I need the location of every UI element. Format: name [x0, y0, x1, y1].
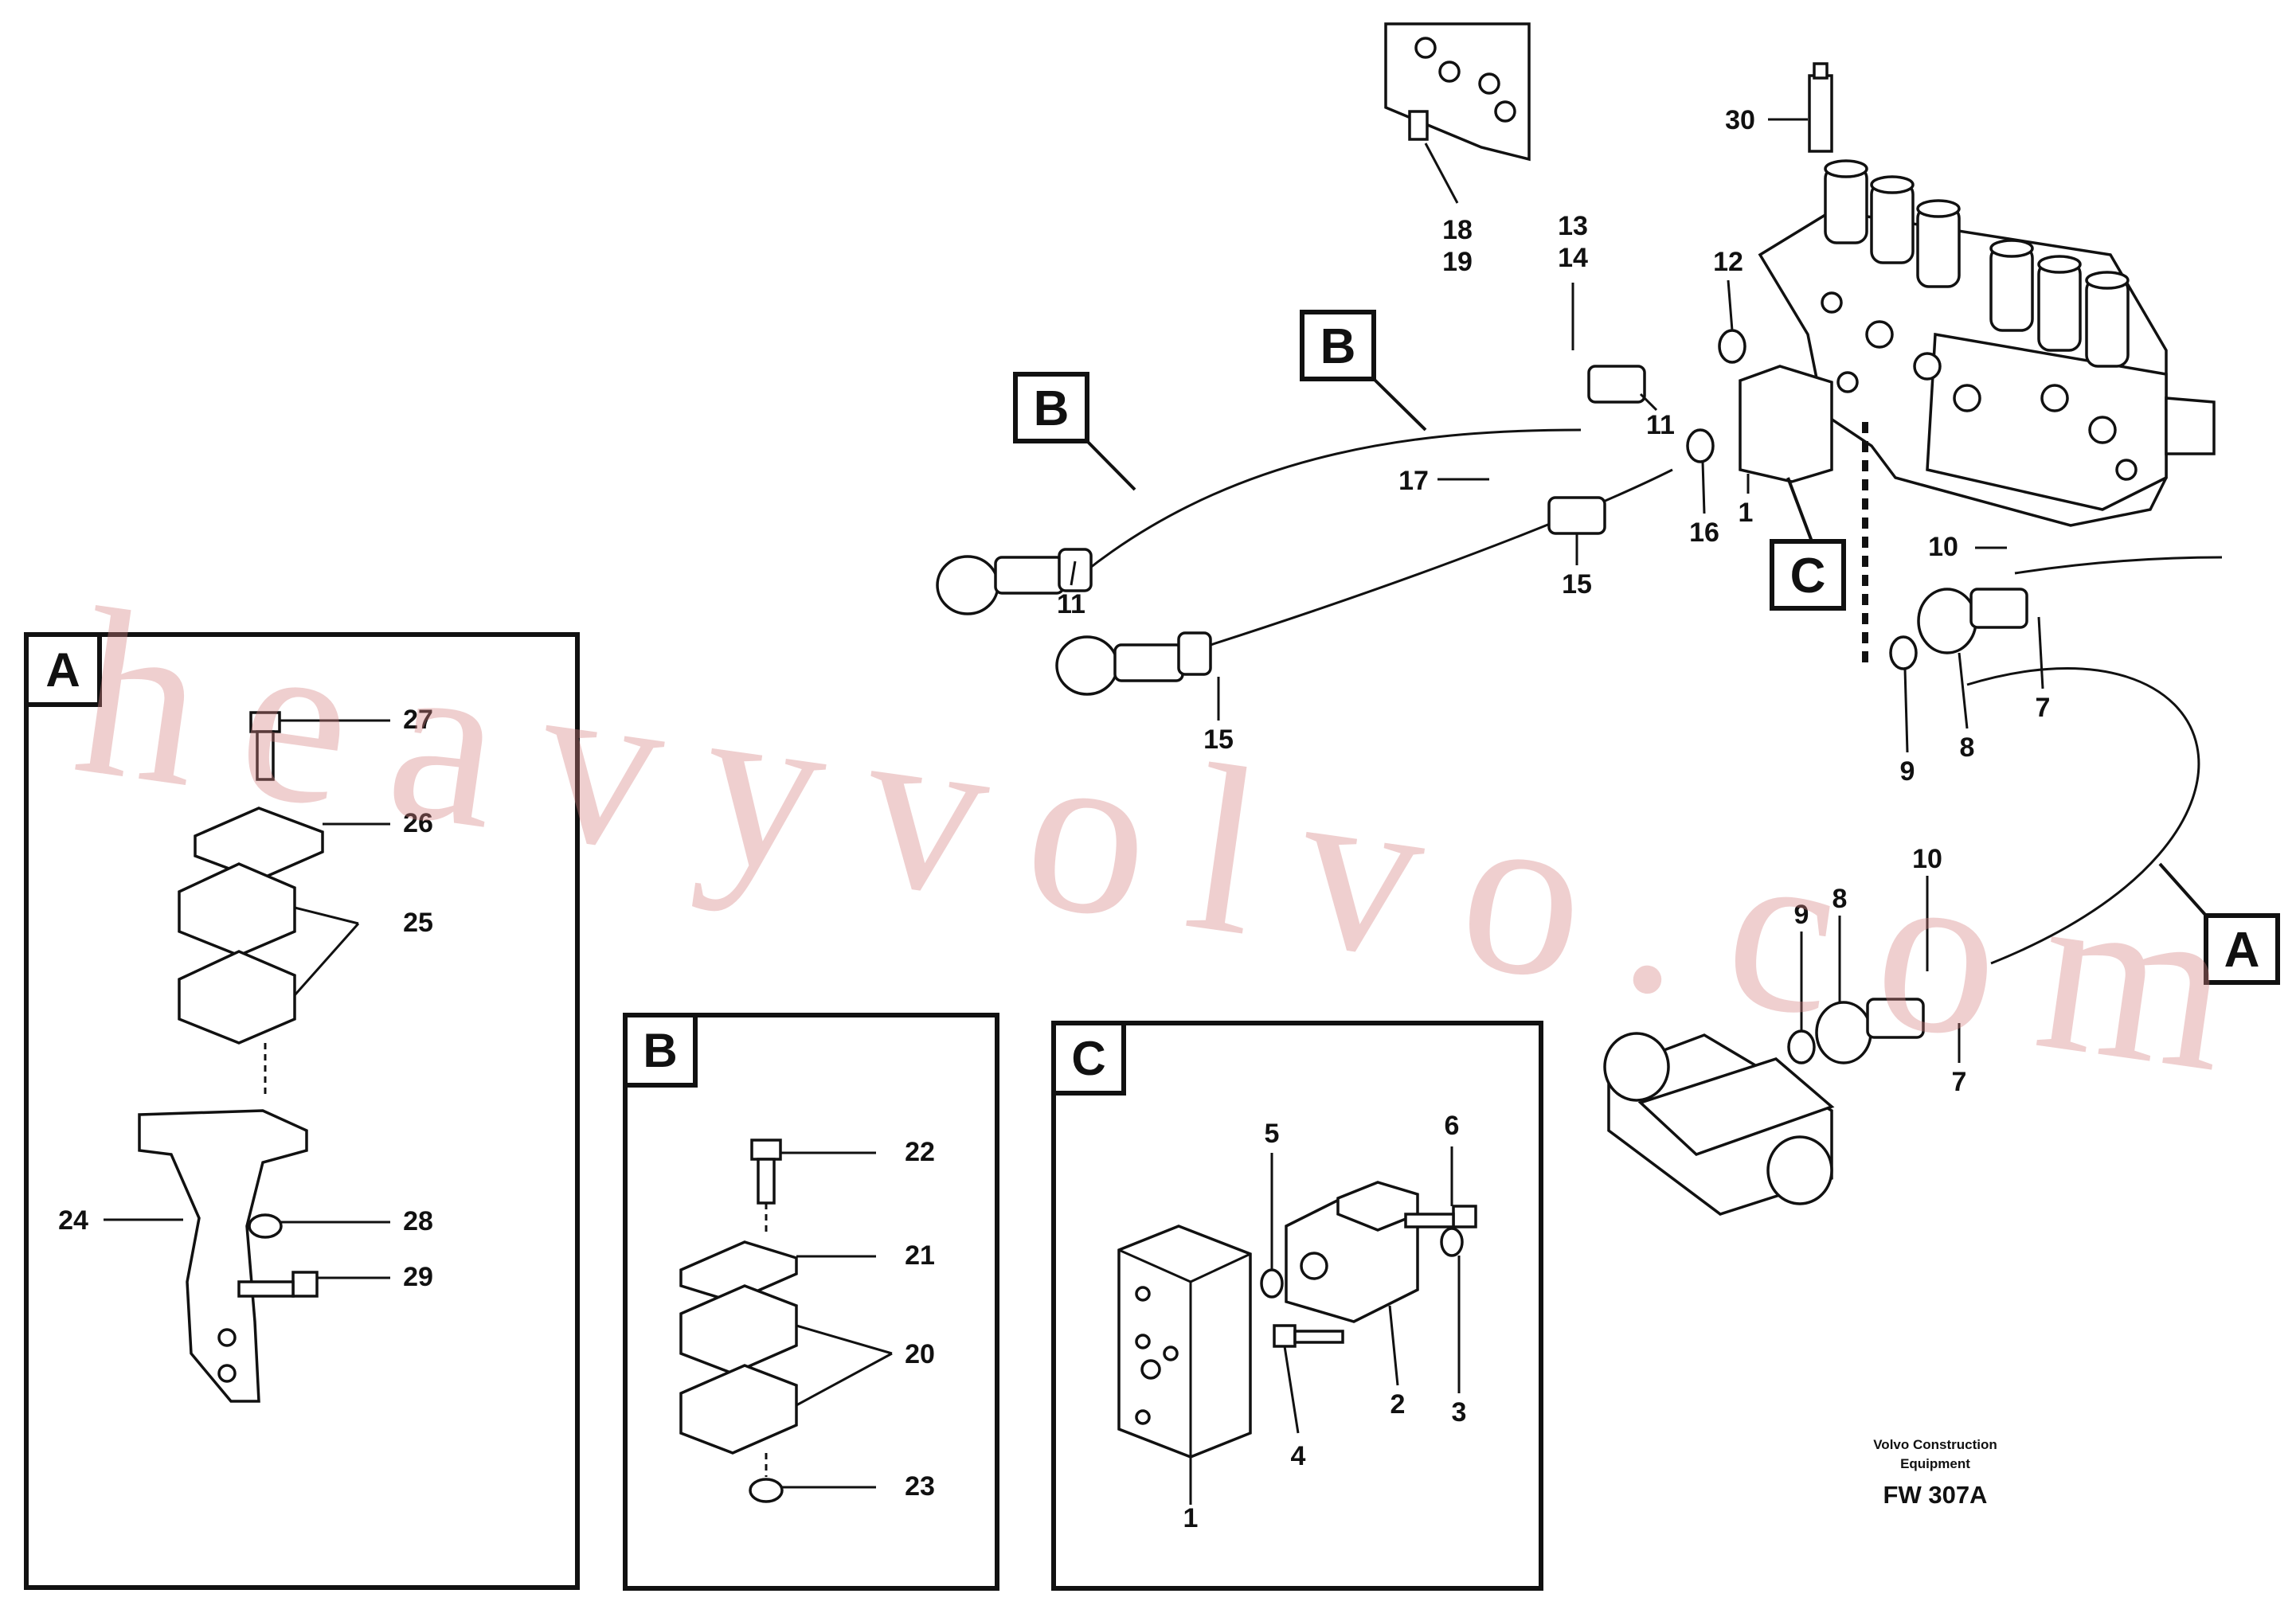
svg-text:10: 10 — [1912, 844, 1942, 874]
svg-text:6: 6 — [1445, 1111, 1460, 1141]
svg-text:16: 16 — [1689, 518, 1719, 548]
svg-text:8: 8 — [1960, 732, 1975, 763]
svg-text:27: 27 — [403, 705, 433, 735]
svg-text:30: 30 — [1725, 105, 1755, 135]
callout-box-b-center: B — [1300, 310, 1427, 432]
item-callouts-main: 30 18 19 13 14 12 11 17 16 1 15 11 15 10… — [1057, 105, 2050, 1097]
svg-text:3: 3 — [1452, 1397, 1467, 1428]
pipe-with-manifold — [1603, 1032, 1835, 1216]
block-item-1-assembled — [1739, 365, 1833, 483]
svg-text:15: 15 — [1203, 725, 1234, 755]
svg-text:7: 7 — [2036, 693, 2051, 723]
svg-text:26: 26 — [403, 808, 433, 838]
svg-text:21: 21 — [905, 1240, 935, 1271]
hose-assemblies — [936, 329, 2223, 1064]
svg-text:2: 2 — [1391, 1389, 1406, 1420]
control-valve-assembly — [1758, 62, 2216, 527]
svg-text:14: 14 — [1558, 243, 1588, 273]
svg-text:Volvo Construction: Volvo Construction — [1873, 1437, 1997, 1452]
svg-text:29: 29 — [403, 1262, 433, 1292]
svg-text:Equipment: Equipment — [1900, 1456, 1970, 1471]
svg-text:5: 5 — [1265, 1119, 1280, 1149]
svg-text:20: 20 — [905, 1339, 935, 1369]
svg-text:10: 10 — [1928, 532, 1958, 562]
svg-text:1: 1 — [1739, 498, 1754, 528]
svg-text:12: 12 — [1713, 247, 1743, 277]
svg-text:8: 8 — [1832, 884, 1848, 914]
svg-text:B: B — [1320, 319, 1356, 374]
svg-text:B: B — [1034, 381, 1070, 436]
svg-text:28: 28 — [403, 1206, 433, 1236]
watermark-text: heavyvolvo.com — [63, 558, 2245, 1122]
detail-panel-b: B 22 21 20 23 — [623, 1013, 999, 1591]
detail-panel-a: A 27 26 25 24 28 29 — [24, 632, 580, 1590]
svg-text:B: B — [643, 1024, 677, 1077]
svg-text:15: 15 — [1562, 569, 1592, 600]
svg-text:4: 4 — [1291, 1441, 1306, 1471]
svg-text:25: 25 — [403, 908, 433, 938]
svg-text:A: A — [45, 643, 80, 697]
svg-text:17: 17 — [1398, 466, 1429, 496]
drawing-credit: Volvo Construction Equipment FW 307A — [1873, 1437, 1997, 1509]
svg-text:19: 19 — [1442, 247, 1473, 277]
svg-text:7: 7 — [1952, 1067, 1967, 1097]
svg-text:11: 11 — [1646, 410, 1675, 440]
svg-text:22: 22 — [905, 1137, 935, 1167]
svg-text:C: C — [1790, 549, 1826, 603]
svg-text:23: 23 — [905, 1471, 935, 1502]
detail-panel-c: C 1 5 2 6 3 4 — [1051, 1021, 1543, 1591]
svg-text:1: 1 — [1183, 1503, 1199, 1533]
svg-text:18: 18 — [1442, 215, 1473, 245]
callout-box-c: C — [1770, 477, 1846, 611]
svg-text:11: 11 — [1057, 589, 1085, 619]
callout-box-a: A — [2158, 862, 2280, 985]
callout-box-b-left: B — [1013, 372, 1136, 491]
upper-valve-panel — [1384, 22, 1531, 162]
svg-text:C: C — [1071, 1032, 1105, 1085]
svg-text:A: A — [2224, 923, 2260, 978]
svg-text:13: 13 — [1558, 211, 1588, 241]
svg-text:9: 9 — [1900, 756, 1915, 787]
drawing-code: FW 307A — [1883, 1481, 1988, 1509]
svg-text:9: 9 — [1794, 900, 1809, 930]
svg-text:24: 24 — [58, 1205, 88, 1236]
